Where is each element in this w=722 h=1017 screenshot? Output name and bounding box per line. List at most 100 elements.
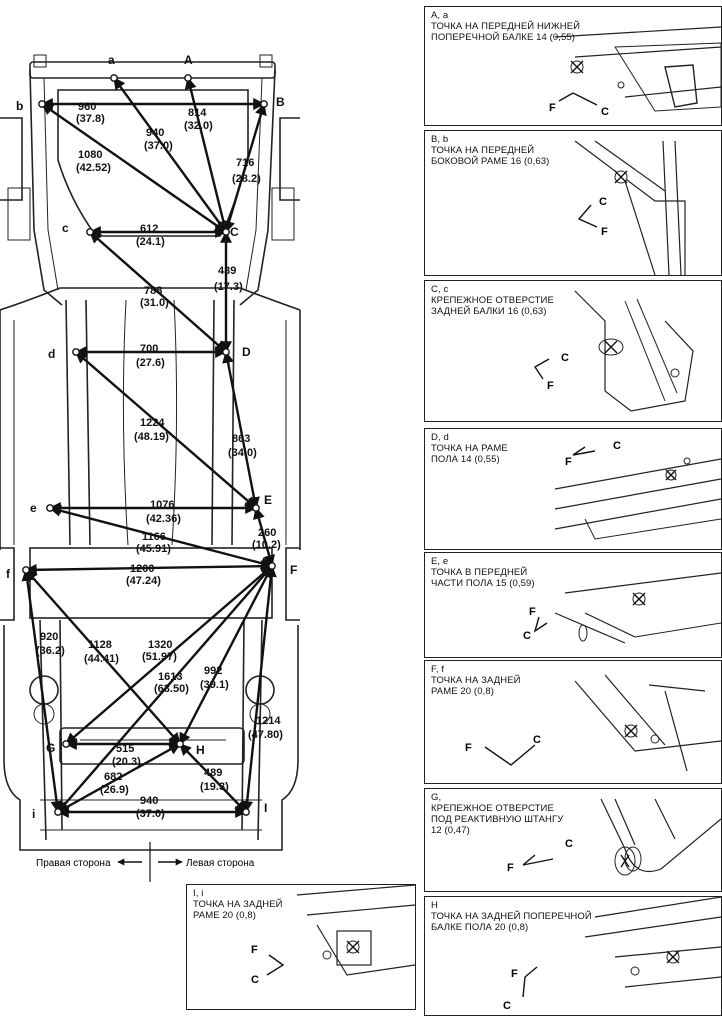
measurement-line-e-F bbox=[48, 504, 274, 570]
reference-point-f bbox=[22, 566, 30, 574]
point-label-i: i bbox=[32, 807, 35, 821]
reference-point-C bbox=[222, 228, 230, 236]
detail-panel-C-title: C, c КРЕПЕЖНОЕ ОТВЕРСТИЕ ЗАДНЕЙ БАЛКИ 16… bbox=[431, 284, 554, 317]
reference-point-D bbox=[222, 348, 230, 356]
dim-f-F-in: (47.24) bbox=[126, 575, 161, 587]
measurement-labels: 960 (37.8) 940 (37.0) 814 (32.0) 1080 (4… bbox=[36, 101, 283, 820]
dim-b-B-in: (37.8) bbox=[76, 113, 105, 125]
dim-e-E-in: (42.36) bbox=[146, 513, 181, 525]
dim-F-I-in: (47.80) bbox=[248, 729, 283, 741]
detail-panel-A: A, a ТОЧКА НА ПЕРЕДНЕЙ НИЖНЕЙ ПОПЕРЕЧНОЙ… bbox=[424, 6, 722, 126]
detail-panel-H: H ТОЧКА НА ЗАДНЕЙ ПОПЕРЕЧНОЙ БАЛКЕ ПОЛА … bbox=[424, 896, 722, 1016]
dim-i-H-mm: 682 bbox=[104, 771, 122, 783]
detail-panel-I-axis-f: F bbox=[251, 944, 258, 956]
dim-F-G-mm: 1320 bbox=[148, 639, 172, 651]
point-label-I: I bbox=[264, 801, 267, 815]
dim-f-i-mm: 920 bbox=[40, 631, 58, 643]
detail-panel-C-axis-f: F bbox=[547, 380, 554, 392]
detail-panel-H-axis-c: C bbox=[503, 1000, 511, 1012]
dim-d-D-mm: 700 bbox=[140, 343, 158, 355]
dim-F-i-in: (63.50) bbox=[154, 683, 189, 695]
dim-e-F-mm: 1166 bbox=[142, 531, 166, 543]
detail-panel-F-title: F, f ТОЧКА НА ЗАДНЕЙ РАМЕ 20 (0,8) bbox=[431, 664, 521, 697]
dim-E-F-mm: 260 bbox=[258, 527, 276, 539]
dim-G-H-mm: 515 bbox=[116, 743, 134, 755]
reference-points bbox=[22, 74, 276, 816]
detail-panel-G: G, КРЕПЕЖНОЕ ОТВЕРСТИЕ ПОД РЕАКТИВНУЮ ШТ… bbox=[424, 788, 722, 892]
detail-panel-C: C, c КРЕПЕЖНОЕ ОТВЕРСТИЕ ЗАДНЕЙ БАЛКИ 16… bbox=[424, 280, 722, 422]
side-legend: Правая сторона Левая сторона bbox=[36, 842, 255, 882]
dim-b-C-mm: 1080 bbox=[78, 149, 102, 161]
dim-c-C-mm: 612 bbox=[140, 223, 158, 235]
detail-panel-D: D, d ТОЧКА НА РАМЕ ПОЛА 14 (0,55) C F bbox=[424, 428, 722, 550]
detail-panel-I-title: I, i ТОЧКА НА ЗАДНЕЙ РАМЕ 20 (0,8) bbox=[193, 888, 283, 921]
dim-H-I-mm: 489 bbox=[204, 767, 222, 779]
dim-F-H-mm: 992 bbox=[204, 665, 222, 677]
detail-panel-A-axis-c: C bbox=[601, 106, 609, 118]
point-labels: a A b B c C d D e E f F G H i I bbox=[6, 53, 297, 821]
detail-panel-E-axis-c: C bbox=[523, 630, 531, 642]
dim-H-I-in: (19.3) bbox=[200, 781, 229, 793]
measurement-line-b-C bbox=[41, 103, 227, 233]
measurement-line-a-C bbox=[113, 77, 227, 233]
dim-f-F-mm: 1200 bbox=[130, 563, 154, 575]
dim-a-C-in: (37.0) bbox=[144, 140, 173, 152]
detail-panel-I-axis-c: C bbox=[251, 974, 259, 986]
point-label-H: H bbox=[196, 743, 205, 757]
measurement-line-F-I bbox=[241, 564, 277, 814]
detail-panel-G-title: G, КРЕПЕЖНОЕ ОТВЕРСТИЕ ПОД РЕАКТИВНУЮ ШТ… bbox=[431, 792, 564, 836]
detail-panel-H-axis-f: F bbox=[511, 968, 518, 980]
dim-e-E-mm: 1076 bbox=[150, 499, 174, 511]
detail-panel-A-title: A, a ТОЧКА НА ПЕРЕДНЕЙ НИЖНЕЙ ПОПЕРЕЧНОЙ… bbox=[431, 10, 581, 43]
dim-F-G-in: (51.97) bbox=[142, 651, 177, 663]
detail-panel-H-title: H ТОЧКА НА ЗАДНЕЙ ПОПЕРЕЧНОЙ БАЛКЕ ПОЛА … bbox=[431, 900, 592, 933]
reference-point-b bbox=[38, 100, 46, 108]
legend-left-side: Левая сторона bbox=[186, 858, 255, 869]
dim-f-H-in: (44.41) bbox=[84, 653, 119, 665]
detail-panel-B-title: B, b ТОЧКА НА ПЕРЕДНЕЙ БОКОВОЙ РАМЕ 16 (… bbox=[431, 134, 550, 167]
dim-C-D-mm: 439 bbox=[218, 265, 236, 277]
detail-panel-E: E, e ТОЧКА В ПЕРЕДНЕЙ ЧАСТИ ПОЛА 15 (0,5… bbox=[424, 552, 722, 658]
detail-panel-B-axis-f: F bbox=[601, 226, 608, 238]
dim-F-H-in: (39.1) bbox=[200, 679, 229, 691]
detail-panel-B-axis-c: C bbox=[599, 196, 607, 208]
point-label-E: E bbox=[264, 493, 272, 507]
reference-point-E bbox=[252, 504, 260, 512]
dim-d-E-mm: 1224 bbox=[140, 417, 165, 429]
point-label-f: f bbox=[6, 567, 11, 581]
detail-panel-C-axis-c: C bbox=[561, 352, 569, 364]
dim-B-C-mm: 716 bbox=[236, 157, 254, 169]
reference-point-B bbox=[260, 100, 268, 108]
dim-E-F-in: (10.2) bbox=[252, 539, 281, 551]
measurement-line-i-H bbox=[56, 742, 182, 814]
dim-F-I-mm: 1214 bbox=[256, 715, 281, 727]
detail-panel-D-title: D, d ТОЧКА НА РАМЕ ПОЛА 14 (0,55) bbox=[431, 432, 508, 465]
detail-panel-F-axis-c: C bbox=[533, 734, 541, 746]
measurement-lines bbox=[21, 76, 277, 818]
dim-F-i-mm: 1613 bbox=[158, 671, 182, 683]
point-label-c: c bbox=[62, 221, 69, 235]
reference-point-i bbox=[54, 808, 62, 816]
detail-panel-G-axis-c: C bbox=[565, 838, 573, 850]
reference-point-e bbox=[46, 504, 54, 512]
dim-D-E-in: (34.0) bbox=[228, 447, 257, 459]
dim-G-H-in: (20.3) bbox=[112, 756, 141, 768]
legend-right-side: Правая сторона bbox=[36, 858, 111, 869]
dim-c-C-in: (24.1) bbox=[136, 236, 165, 248]
detail-panel-F-axis-f: F bbox=[465, 742, 472, 754]
point-label-B: B bbox=[276, 95, 285, 109]
reference-point-a bbox=[110, 74, 118, 82]
dim-i-I-mm: 940 bbox=[140, 795, 158, 807]
detail-panel-B: B, b ТОЧКА НА ПЕРЕДНЕЙ БОКОВОЙ РАМЕ 16 (… bbox=[424, 130, 722, 276]
dim-a-C-mm: 940 bbox=[146, 127, 164, 139]
detail-panel-A-axis-f: F bbox=[549, 102, 556, 114]
detail-panel-E-axis-f: F bbox=[529, 606, 536, 618]
reference-point-c bbox=[86, 228, 94, 236]
dim-f-i-in: (36.2) bbox=[36, 645, 65, 657]
dim-b-B-mm: 960 bbox=[78, 101, 96, 113]
dim-i-H-in: (26.9) bbox=[100, 784, 129, 796]
dim-f-H-mm: 1128 bbox=[88, 639, 112, 651]
dim-B-C-in: (28.2) bbox=[232, 173, 261, 185]
measurement-line-D-E bbox=[222, 350, 260, 510]
